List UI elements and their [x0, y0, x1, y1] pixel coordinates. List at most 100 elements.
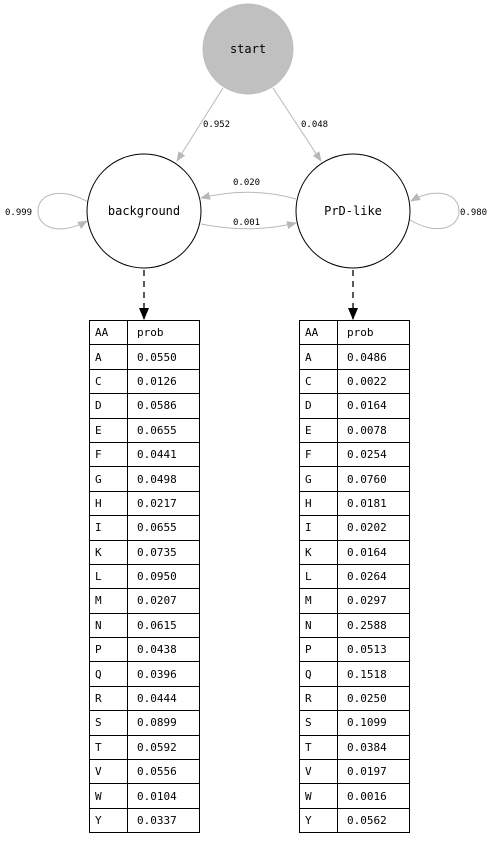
amino-acid-cell: W	[299, 783, 338, 809]
node-label-start: start	[230, 42, 266, 56]
probability-cell: 0.0498	[127, 466, 200, 492]
edge-label-background-self-loop: 0.999	[5, 208, 32, 218]
column-header-prob: prob	[127, 319, 200, 346]
amino-acid-cell: W	[89, 783, 128, 809]
probability-cell: 0.0396	[127, 661, 200, 687]
probability-cell: 0.0016	[337, 783, 410, 809]
probability-cell: 0.0444	[127, 685, 200, 712]
probability-cell: 0.0264	[337, 563, 410, 590]
amino-acid-cell: H	[299, 490, 338, 517]
amino-acid-cell: F	[299, 441, 338, 468]
amino-acid-cell: G	[89, 466, 128, 492]
amino-acid-cell: P	[299, 637, 338, 663]
table-header-row: AA prob	[89, 319, 200, 346]
amino-acid-cell: R	[89, 685, 128, 712]
probability-cell: 0.0384	[337, 734, 410, 761]
amino-acid-cell: F	[89, 441, 128, 468]
probability-cell: 0.0181	[337, 490, 410, 517]
amino-acid-cell: E	[299, 417, 338, 443]
probability-cell: 0.0486	[337, 344, 410, 370]
amino-acid-cell: I	[299, 515, 338, 541]
node-label-background: background	[108, 204, 180, 218]
amino-acid-cell: Y	[299, 807, 338, 834]
probability-cell: 0.0438	[127, 637, 200, 663]
probability-cell: 0.0104	[127, 783, 200, 809]
amino-acid-cell: C	[89, 368, 128, 395]
amino-acid-cell: T	[299, 734, 338, 761]
amino-acid-cell: C	[299, 368, 338, 395]
probability-cell: 0.0250	[337, 685, 410, 712]
amino-acid-cell: S	[299, 710, 338, 736]
probability-cell: 0.0556	[127, 759, 200, 785]
edge-start-to-background	[176, 87, 224, 162]
edge-label-background-to-prd: 0.001	[233, 218, 260, 228]
amino-acid-cell: D	[299, 393, 338, 419]
edge-background-to-prd	[200, 221, 297, 230]
amino-acid-cell: T	[89, 734, 128, 761]
probability-cell: 0.0615	[127, 612, 200, 639]
probability-cell: 0.0197	[337, 759, 410, 785]
edge-prd-self-loop	[409, 192, 460, 230]
probability-cell: 0.0297	[337, 588, 410, 614]
probability-cell: 0.0550	[127, 344, 200, 370]
probability-cell: 0.0899	[127, 710, 200, 736]
amino-acid-cell: M	[299, 588, 338, 614]
probability-cell: 0.0950	[127, 563, 200, 590]
amino-acid-cell: V	[89, 759, 128, 785]
probability-cell: 0.0760	[337, 466, 410, 492]
amino-acid-cell: S	[89, 710, 128, 736]
edge-prd-to-background	[200, 191, 297, 200]
probability-cell: 0.2588	[337, 612, 410, 639]
probability-cell: 0.0562	[337, 807, 410, 834]
probability-cell: 0.0202	[337, 515, 410, 541]
amino-acid-cell: D	[89, 393, 128, 419]
column-header-aa: AA	[299, 319, 338, 346]
amino-acid-cell: L	[89, 563, 128, 590]
probability-cell: 0.0207	[127, 588, 200, 614]
hmm-state-diagram: 0.952 0.048 0.020 0.001 0.999 0.980 star…	[5, 3, 487, 320]
probability-cell: 0.0441	[127, 441, 200, 468]
amino-acid-cell: G	[299, 466, 338, 492]
edge-label-start-to-prd: 0.048	[301, 120, 328, 130]
amino-acid-cell: A	[299, 344, 338, 370]
probability-cell: 0.0217	[127, 490, 200, 517]
table-header-row: AA prob	[299, 319, 410, 346]
amino-acid-cell: Q	[89, 661, 128, 687]
amino-acid-cell: L	[299, 563, 338, 590]
amino-acid-cell: E	[89, 417, 128, 443]
amino-acid-cell: N	[299, 612, 338, 639]
